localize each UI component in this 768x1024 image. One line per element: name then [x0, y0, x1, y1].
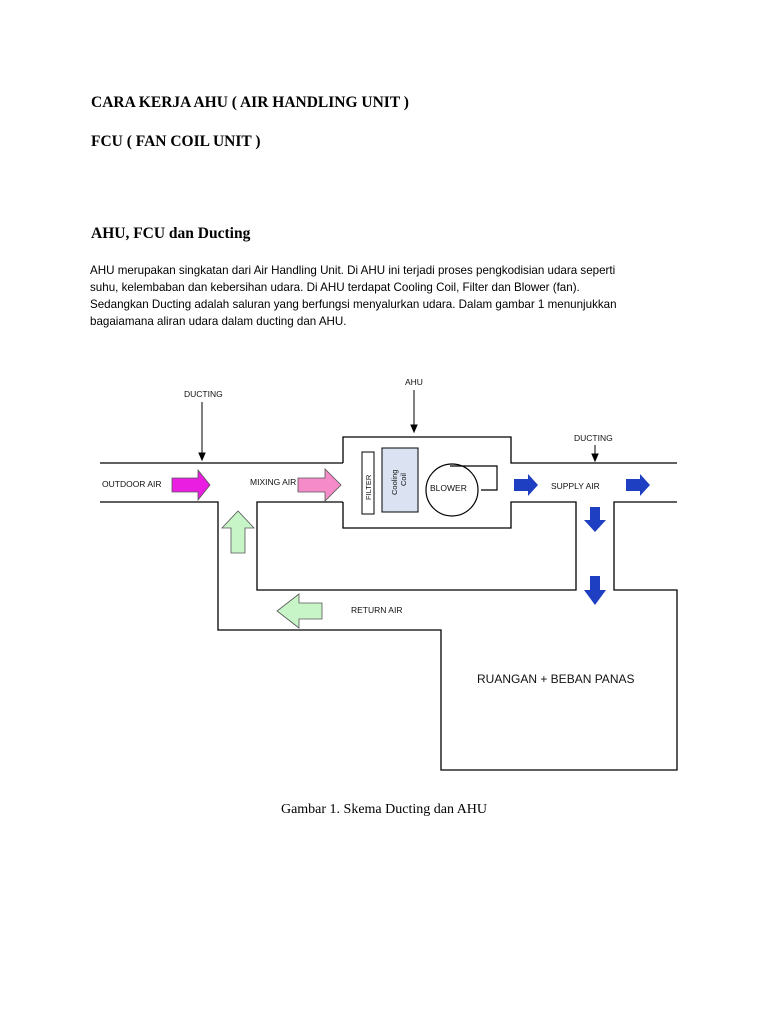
paragraph-line: AHU merupakan singkatan dari Air Handlin… — [90, 264, 616, 277]
supply-arrow-down-2 — [584, 576, 606, 605]
blower-housing — [450, 465, 498, 491]
supply-arrow-ahu-out — [514, 474, 538, 496]
cooling-coil-box — [381, 447, 419, 513]
return-up-arrow — [221, 510, 255, 554]
return-air-label: RETURN AIR — [351, 605, 402, 615]
section-heading: AHU, FCU dan Ducting — [91, 225, 251, 242]
filter-label: FILTER — [364, 474, 373, 500]
ahu-housing-bottom — [256, 501, 577, 591]
cooling-coil-label-2: Coil — [399, 473, 408, 486]
duct-outer-loop — [100, 501, 678, 771]
filter-box — [361, 451, 375, 515]
supply-arrow-down-1 — [584, 507, 606, 532]
figure-caption: Gambar 1. Skema Ducting dan AHU — [280, 802, 488, 817]
blower-label: BLOWER — [430, 483, 467, 493]
ahu-label: AHU — [405, 377, 423, 387]
ducting-right-label: DUCTING — [574, 433, 613, 443]
ahu-housing — [342, 436, 677, 464]
ducting-left-arrowhead — [198, 452, 206, 462]
paragraph-line: bagaiamana aliran udara dalam ducting da… — [90, 315, 347, 328]
supply-air-label: SUPPLY AIR — [551, 481, 600, 491]
mixing-air-label: MIXING AIR — [250, 477, 296, 487]
cooling-coil-label: Cooling — [390, 470, 399, 495]
ducting-right-arrowhead — [591, 453, 599, 463]
outdoor-air-label: OUTDOOR AIR — [102, 479, 162, 489]
ahu-arrowhead — [410, 424, 418, 434]
paragraph-line: suhu, kelembaban dan kebersihan udara. D… — [90, 281, 580, 294]
title-ahu: CARA KERJA AHU ( AIR HANDLING UNIT ) — [91, 94, 409, 111]
ducting-left-label: DUCTING — [184, 389, 223, 399]
title-fcu: FCU ( FAN COIL UNIT ) — [91, 133, 261, 150]
mixing-air-arrow — [297, 468, 342, 502]
outdoor-air-arrow — [171, 468, 211, 502]
return-air-arrow — [276, 593, 323, 629]
room-label: RUANGAN + BEBAN PANAS — [477, 672, 635, 686]
ahu-ducting-diagram: DUCTING AHU DUCTING OUTDOOR AIR MIXING A… — [100, 377, 678, 771]
intro-paragraph: AHU merupakan singkatan dari Air Handlin… — [90, 262, 690, 330]
supply-arrow-right — [626, 474, 650, 496]
blower-fan — [425, 463, 479, 517]
paragraph-line: Sedangkan Ducting adalah saluran yang be… — [90, 298, 617, 311]
